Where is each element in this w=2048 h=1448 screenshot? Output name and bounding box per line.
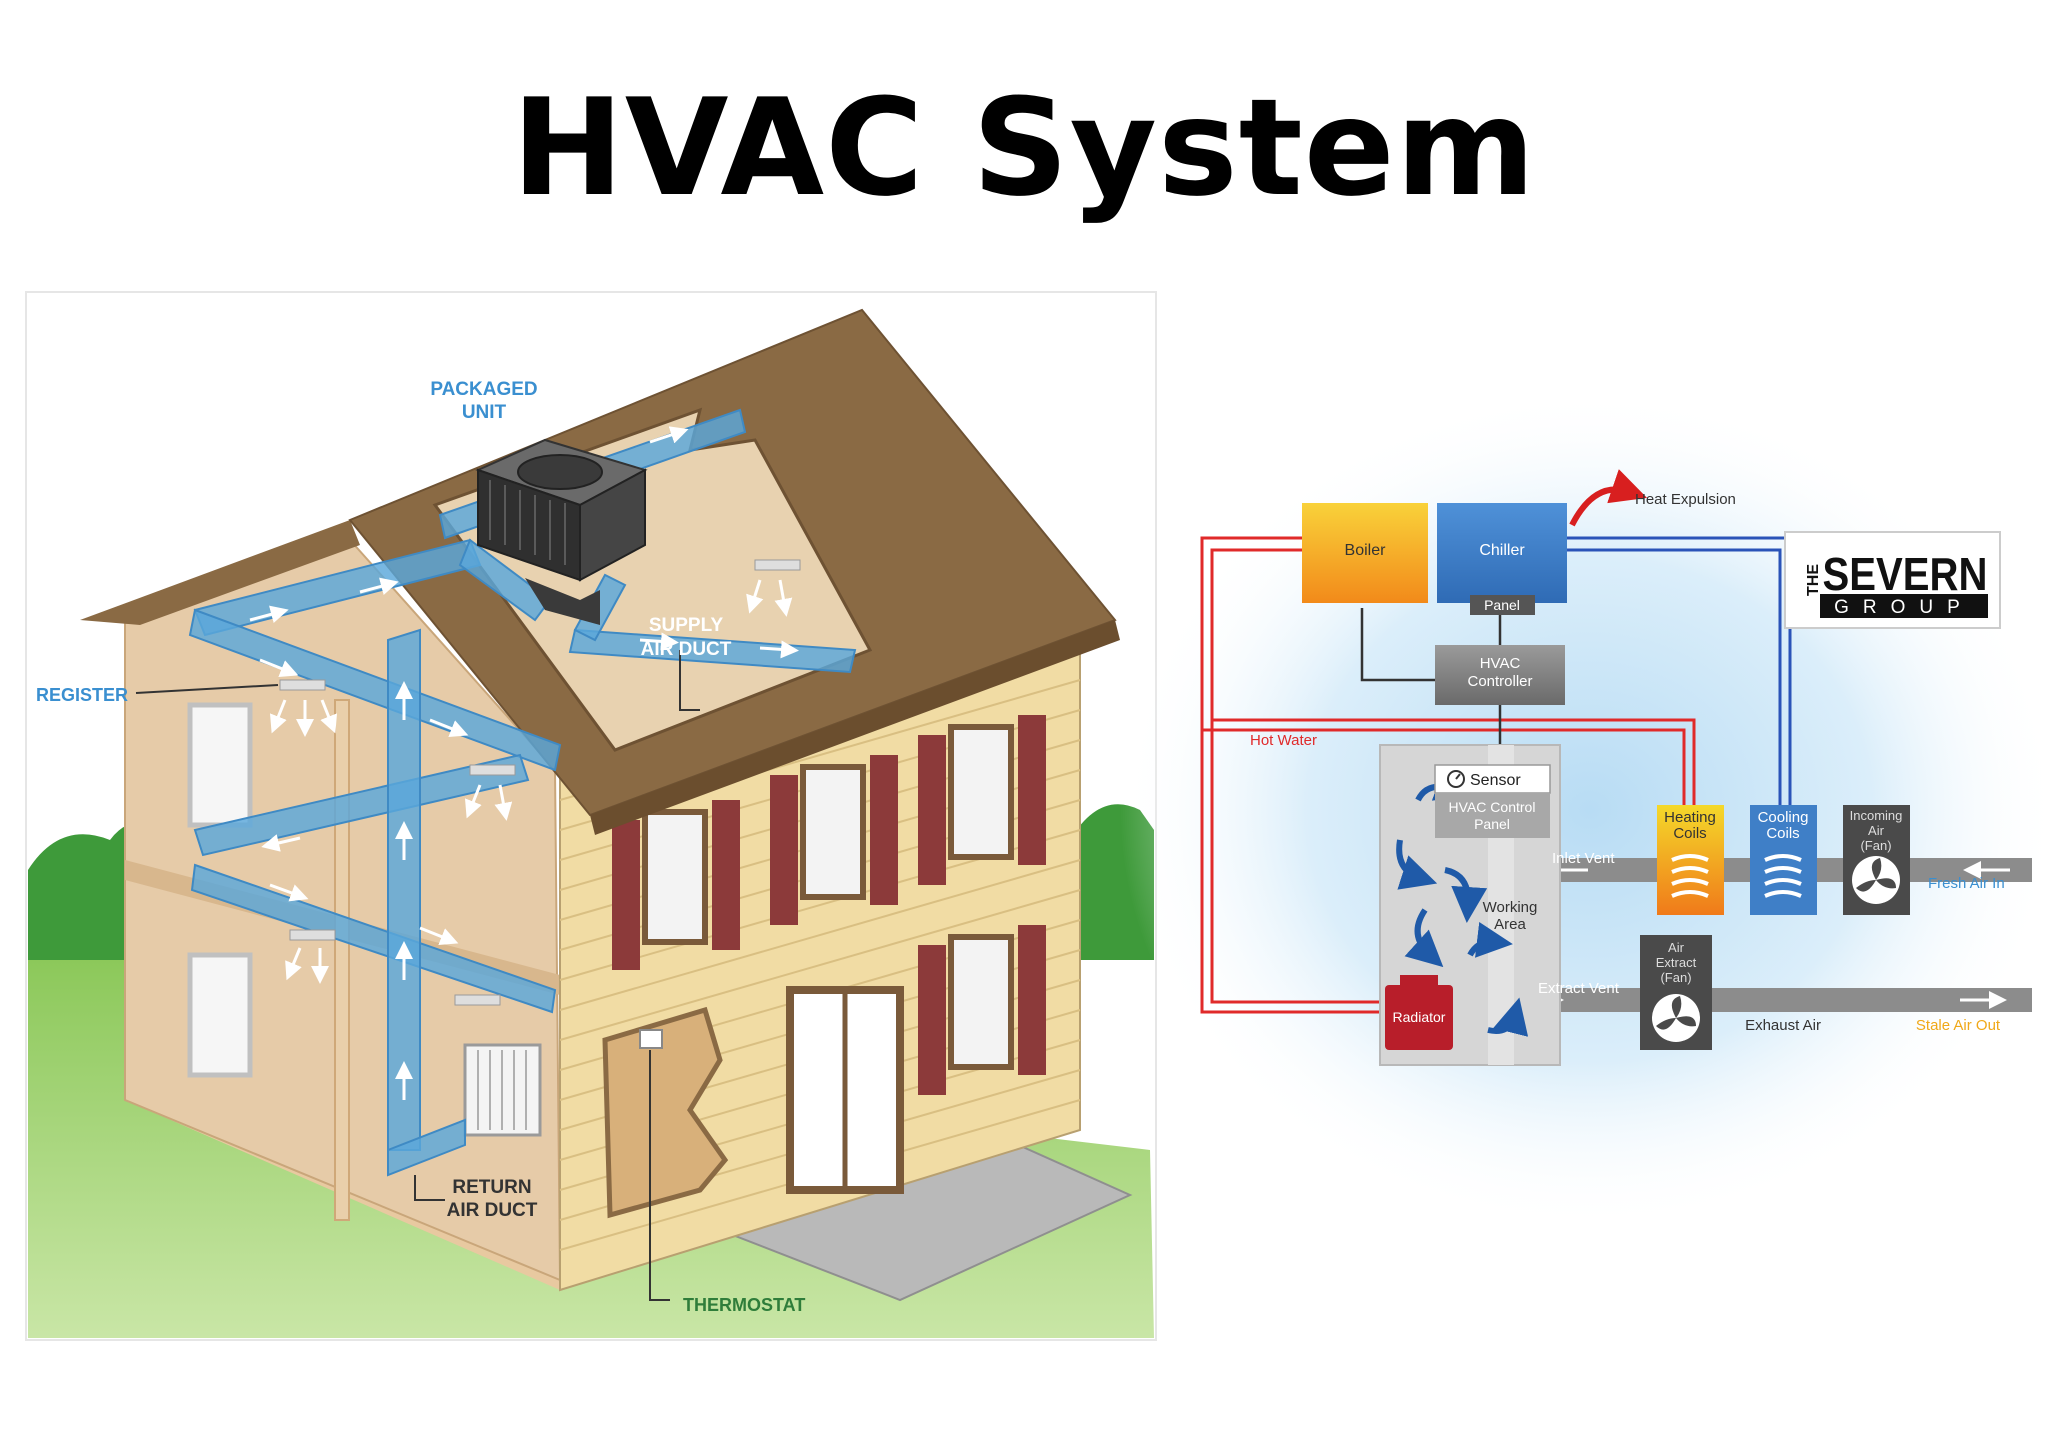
side-window-upper [187,702,253,828]
label-sensor: Sensor [1470,772,1521,789]
label-boiler: Boiler [1345,542,1387,559]
label-stale-air-out: Stale Air Out [1916,1017,2001,1034]
extract-fan-icon [1652,994,1700,1042]
label-working-area-1: Working [1483,899,1538,916]
interior-walls [334,699,350,1221]
label-incoming-air-1: Incoming [1850,808,1903,823]
front-windows [612,715,1046,1095]
label-fresh-air-in: Fresh Air In [1928,875,2005,892]
label-hvac-controller-1: HVAC [1480,655,1521,672]
house-illustration [25,291,1157,1341]
roof-left-edge [80,520,360,625]
heat-expulsion-arrow [1569,469,1648,527]
hvac-controller-box [1435,645,1565,705]
label-cooling-coils-2: Coils [1766,825,1799,842]
sensor-icon [1447,770,1465,788]
thermostat-device [639,1029,663,1049]
label-thermostat: THERMOSTAT [683,1295,805,1315]
label-extract-vent: Extract Vent [1538,980,1620,997]
cooling-coils-box [1750,805,1817,915]
logo-the: THE [1805,564,1822,596]
label-working-area-2: Area [1494,916,1526,933]
label-air-extract-2: Extract [1656,955,1697,970]
register-vents [279,559,801,1006]
coil-springs [1671,854,1802,898]
label-incoming-air-2: Air [1868,823,1885,838]
label-supply-duct-2: AIR DUCT [641,639,732,660]
label-supply-duct-1: SUPPLY [649,615,724,636]
hot-water-pipes [1200,536,1696,1014]
heating-coils-box [1657,805,1724,915]
label-return-duct-1: RETURN [452,1177,531,1198]
system-schematic [1120,390,2048,1230]
label-cooling-coils-1: Cooling [1758,809,1809,826]
logo-group: GROUP [1834,597,1974,618]
radiator-box [1385,985,1453,1050]
label-heating-coils-2: Coils [1673,825,1706,842]
page-title: HVAC System [511,70,1537,226]
incoming-fan-icon [1852,856,1900,904]
label-control-panel-1: HVAC Control [1449,799,1536,815]
label-packaged-unit-1: PACKAGED [430,379,537,400]
label-radiator: Radiator [1393,1009,1446,1025]
label-hot-water: Hot Water [1250,732,1317,749]
register-airflow [269,579,793,984]
boiler-box [1302,503,1428,603]
label-packaged-unit-2: UNIT [462,402,507,423]
label-heat-expulsion: Heat Expulsion [1635,491,1736,508]
label-incoming-air-3: (Fan) [1860,838,1891,853]
panel-box [1470,595,1535,615]
roof-fascia [590,620,1120,835]
side-window-lower [187,952,253,1078]
label-heating-coils-1: Heating [1664,809,1716,826]
label-air-extract-3: (Fan) [1660,970,1691,985]
label-leaders [135,650,700,1301]
label-return-duct-2: AIR DUCT [447,1200,538,1221]
logo-severn: SEVERN [1823,548,1988,600]
label-hvac-controller-2: Controller [1467,673,1532,690]
chiller-box [1437,503,1567,603]
label-air-extract-1: Air [1668,940,1685,955]
label-chiller: Chiller [1479,542,1525,559]
logo-group-bar [1820,594,1988,618]
label-register: REGISTER [36,685,128,705]
label-exhaust-air: Exhaust Air [1745,1017,1821,1034]
label-panel: Panel [1484,597,1520,613]
control-wiring [1360,608,1502,745]
label-control-panel-2: Panel [1474,816,1510,832]
packaged-unit [475,438,648,625]
wall-cutout [602,1006,729,1219]
exhaust-air-channel [1512,988,2032,1012]
control-panel-box [1435,793,1550,838]
label-inlet-vent: Inlet Vent [1552,850,1615,867]
